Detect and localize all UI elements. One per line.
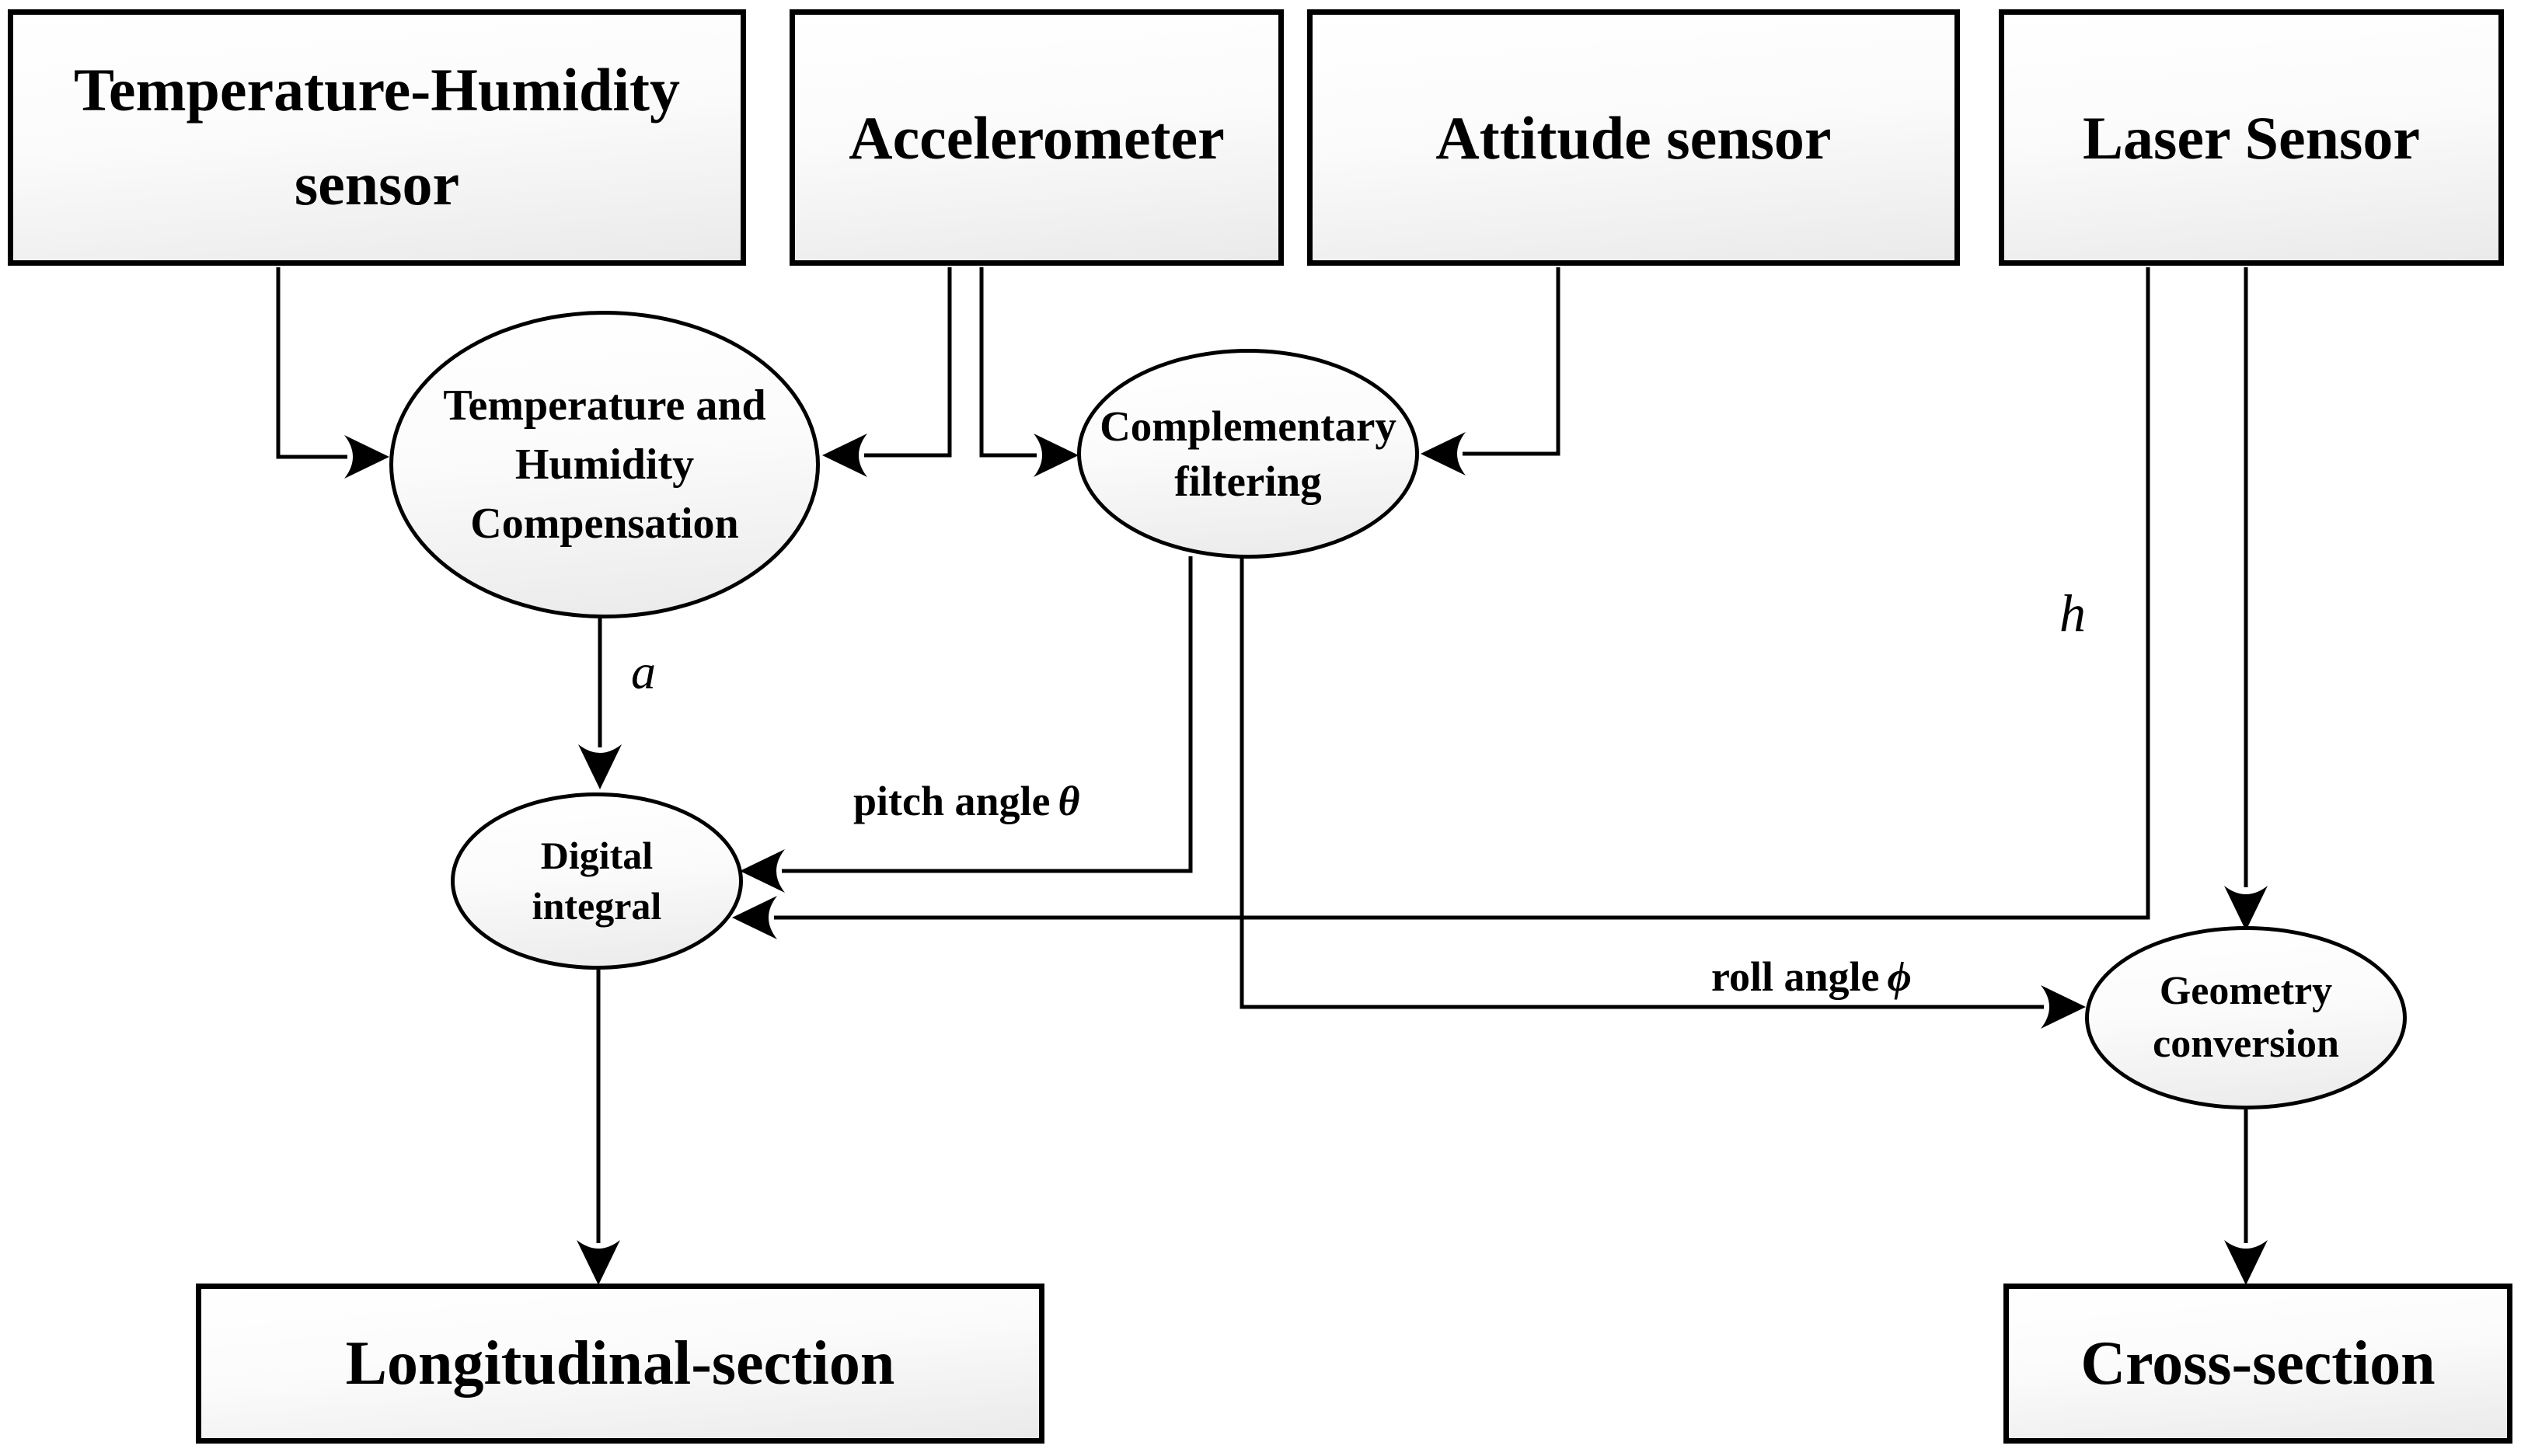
node-label-temperature-humidity-sensor: Temperature-Humidity sensor [74, 56, 680, 218]
edge-roll-angle-to-geometry-conversion [1240, 556, 2044, 1009]
node-label-longitudinal-section: Longitudinal-section [345, 1329, 895, 1398]
arrowhead-into-compensation-right [822, 434, 867, 477]
node-label-laser-sensor: Laser Sensor [2082, 103, 2421, 172]
arrowhead-roll-into-geometry-conversion [2041, 985, 2086, 1029]
arrowhead-into-geometry-conversion-top [2224, 886, 2268, 931]
node-attitude-sensor: Attitude sensor [1307, 9, 1960, 266]
node-label-cross-section: Cross-section [2080, 1329, 2436, 1398]
arrowhead-pitch-into-digital-integral [740, 849, 785, 893]
node-complementary-filtering: Complementary filtering [1077, 349, 1419, 559]
edge-label-acceleration-a: a [631, 644, 656, 699]
edge-laser-h-to-digital-integral [774, 267, 2150, 920]
node-label-geometry-conversion: Geometry conversion [2153, 969, 2339, 1066]
node-label-digital-integral: Digital integral [532, 834, 662, 928]
node-label-attitude-sensor: Attitude sensor [1435, 103, 1832, 172]
edge-accelerometer-to-complementary-filtering [979, 267, 1037, 458]
roll-angle-text: roll angle [1711, 953, 1880, 1000]
arrowhead-into-cross-section [2224, 1240, 2268, 1285]
theta-symbol: θ [1058, 778, 1080, 824]
arrowhead-into-compensation-left [344, 435, 389, 479]
arrowhead-into-complementary-right [1421, 432, 1466, 475]
node-geometry-conversion: Geometry conversion [2085, 926, 2407, 1109]
edge-attitude-sensor-to-complementary-filtering [1463, 267, 1560, 456]
pitch-angle-text: pitch angle [853, 778, 1051, 824]
arrowhead-h-into-digital-integral [732, 896, 777, 939]
phi-symbol: ϕ [1887, 953, 1912, 1000]
edge-temp-humidity-sensor-to-compensation [276, 267, 347, 459]
arrowhead-into-complementary-left [1034, 434, 1079, 477]
node-temperature-humidity-sensor: Temperature-Humidity sensor [8, 9, 746, 266]
node-longitudinal-section: Longitudinal-section [196, 1284, 1044, 1444]
edge-accelerometer-to-compensation [864, 267, 952, 458]
node-temperature-humidity-compensation: Temperature and Humidity Compensation [389, 311, 820, 618]
node-laser-sensor: Laser Sensor [1999, 9, 2504, 266]
node-accelerometer: Accelerometer [790, 9, 1284, 266]
node-cross-section: Cross-section [2003, 1284, 2512, 1444]
edge-pitch-angle-to-digital-integral [782, 556, 1193, 873]
node-label-accelerometer: Accelerometer [849, 103, 1225, 172]
node-label-temperature-humidity-compensation: Temperature and Humidity Compensation [443, 381, 766, 549]
node-digital-integral: Digital integral [451, 792, 743, 970]
arrowhead-into-digital-integral-top [578, 744, 622, 789]
node-label-complementary-filtering: Complementary filtering [1100, 402, 1396, 506]
edge-label-height-h: h [2059, 583, 2086, 643]
arrowhead-into-longitudinal-section [577, 1240, 620, 1285]
